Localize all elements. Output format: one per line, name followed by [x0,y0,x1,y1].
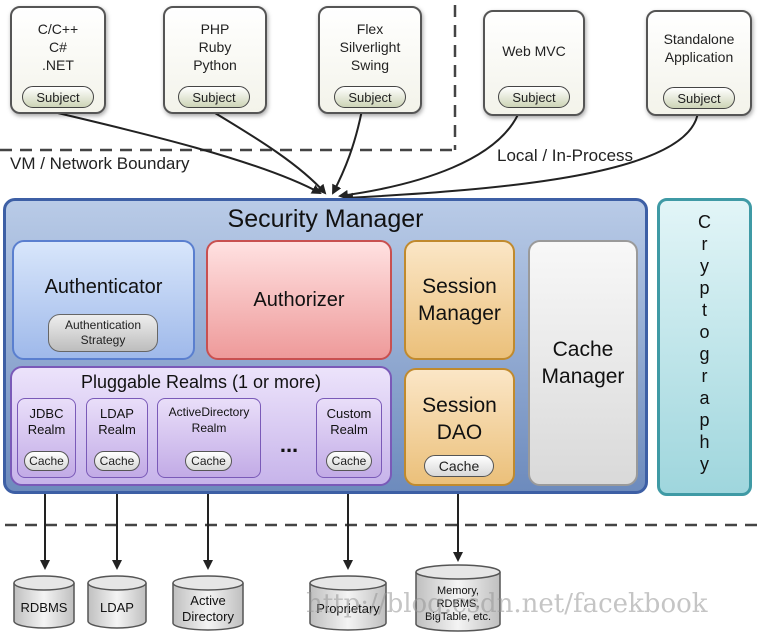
client-label: Flex Silverlight Swing [339,21,401,73]
subject-pill: Subject [22,86,94,108]
client-label: Standalone Application [663,31,735,65]
authenticator-label: Authenticator [44,275,163,298]
client-arrow [338,109,521,200]
session-manager-box: Session Manager [404,240,515,360]
cryptography-letter: a [699,388,710,408]
database-icon [309,575,387,631]
realm-label: Custom Realm [326,406,372,437]
client-label: PHP Ruby Python [193,21,237,73]
datastore-label-proprietary: Proprietary [316,601,380,616]
realm-cache-pill: Cache [326,451,372,471]
session-dao-box [404,368,515,486]
cryptography-letter: y [700,454,709,474]
realm-label: JDBC Realm [27,406,66,437]
cryptography-letter: t [701,300,707,320]
datastore-label-rdbms: RDBMS [20,600,68,615]
cryptography-letter: C [698,212,711,232]
client-arrow [209,109,327,195]
subject-pill: Subject [334,86,406,108]
cryptography-letter: h [699,432,710,452]
security-manager-title: Security Manager [227,204,424,233]
client-arrow [44,109,322,194]
subject-pill: Subject [663,87,735,109]
local-in-process-label: Local / In-Process [497,146,634,165]
client-arrow [332,109,363,195]
subject-pill: Subject [498,86,570,108]
datastore-label-memory-rdbms-bigtable: Memory, RDBMS, BigTable, etc. [424,584,492,623]
database-icon [13,575,75,629]
database-icon [172,575,244,631]
cache-manager-box: Cache Manager [528,240,638,486]
database-icon [87,575,147,629]
authorizer-box: Authorizer [206,240,392,360]
realm-box-activedirectory [157,398,261,478]
pluggable-realms-title: Pluggable Realms (1 or more) [80,371,322,392]
authentication-strategy-pill: Authentication Strategy [48,314,158,352]
realm-cache-pill: Cache [94,451,140,471]
client-arrow [343,111,699,203]
session-dao-cache-pill: Cache [424,455,494,477]
cryptography-letter: r [701,366,708,386]
database-icon [415,564,501,632]
vm-network-boundary-label: VM / Network Boundary [10,154,190,173]
session-dao-label: Session DAO [422,394,497,444]
realm-label: ActiveDirectory Realm [168,405,250,435]
cryptography-letter: g [699,344,710,364]
realm-cache-pill: Cache [24,451,69,471]
realm-cache-pill: Cache [185,451,232,471]
cryptography-letter: p [699,410,710,430]
cryptography-letter: p [699,278,710,298]
client-label: Web MVC [502,43,566,59]
watermark-text: http://blog.csdn.net/facekbook [306,589,708,619]
cryptography-letter: o [699,322,710,342]
datastore-label-active-directory: Active Directory [181,593,234,624]
datastore-label-ldap: LDAP [100,600,134,615]
cryptography-letter: y [700,256,709,276]
client-label: C/C++ C# .NET [37,21,79,73]
realms-ellipsis: ... [279,432,299,457]
cache-manager-label: Cache Manager [541,338,625,388]
subject-pill: Subject [178,86,250,108]
authorizer-label: Authorizer [253,288,345,311]
session-manager-label: Session Manager [418,275,501,325]
cryptography-letter: r [701,234,708,254]
realm-label: LDAP Realm [98,406,136,437]
